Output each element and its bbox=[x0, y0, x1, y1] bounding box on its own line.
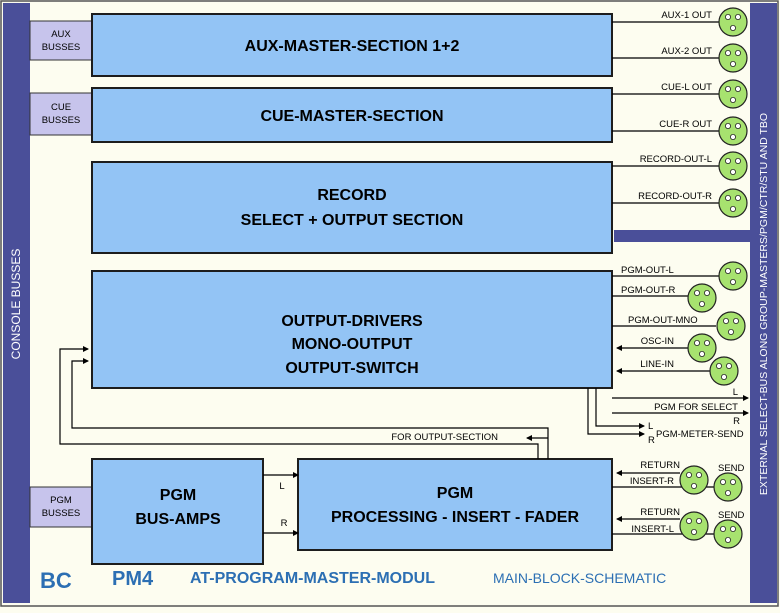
cue-busses-line2: BUSSES bbox=[42, 115, 81, 126]
insert-r-label: INSERT-R bbox=[630, 476, 674, 487]
insert-r-send-label: SEND bbox=[718, 463, 745, 474]
pgm-busses-line2: BUSSES bbox=[42, 508, 81, 519]
insert-r-send-connector-icon bbox=[713, 472, 743, 502]
line-in-label: LINE-IN bbox=[640, 359, 674, 370]
pgm-bus-amps-title-line1: PGM bbox=[160, 487, 196, 504]
aux-master-title: AUX-MASTER-SECTION 1+2 bbox=[245, 38, 460, 55]
pgm-out-l-label: PGM-OUT-L bbox=[621, 265, 674, 276]
insert-l-return-connector-icon bbox=[679, 511, 709, 541]
pgm-for-select-label: PGM FOR SELECT bbox=[654, 402, 738, 413]
cue-r-connector-icon bbox=[718, 116, 748, 146]
pgm-out-r-connector-icon bbox=[687, 283, 717, 313]
aux-busses-line1: AUX bbox=[51, 29, 71, 40]
pgm-bus-amps-block: PGM BUS-AMPS bbox=[91, 458, 264, 565]
osc-in-label: OSC-IN bbox=[641, 336, 674, 347]
pgm-busses-line1: PGM bbox=[50, 495, 72, 506]
pgm-meter-send-label: PGM-METER-SEND bbox=[656, 429, 744, 440]
line-in-connector-icon bbox=[709, 356, 739, 386]
aux1-out-label: AUX-1 OUT bbox=[661, 10, 712, 21]
pgm-bus-amps-title-line2: BUS-AMPS bbox=[135, 511, 221, 528]
feedback-wires: FOR OUTPUT-SECTION bbox=[59, 346, 549, 459]
model-name: PM4 bbox=[112, 568, 154, 590]
console-busses-label: CONSOLE BUSSES bbox=[9, 249, 23, 360]
pgm-out-r-label: PGM-OUT-R bbox=[621, 285, 675, 296]
console-busses-bar: CONSOLE BUSSES bbox=[3, 3, 30, 603]
aux2-connector-icon bbox=[718, 43, 748, 73]
cue-l-out-label: CUE-L OUT bbox=[661, 82, 712, 93]
output-drivers-block: OUTPUT-DRIVERS MONO-OUTPUT OUTPUT-SWITCH bbox=[91, 270, 613, 389]
pgm-out-l-connector-icon bbox=[718, 261, 748, 291]
select-r-mark: R bbox=[733, 416, 740, 427]
bus-amp-l-mark: L bbox=[279, 481, 284, 492]
pgm-out-mono-connector-icon bbox=[716, 311, 746, 341]
pgm-out-mono-label: PGM-OUT-MNO bbox=[628, 315, 698, 326]
record-out-l-label: RECORD-OUT-L bbox=[640, 154, 712, 165]
record-r-connector-icon bbox=[718, 188, 748, 218]
cue-master-block: CUE-MASTER-SECTION bbox=[91, 87, 613, 143]
footer: BC PM4 AT-PROGRAM-MASTER-MODUL MAIN-BLOC… bbox=[40, 568, 666, 593]
pgm-busses-tab: PGM BUSSES bbox=[29, 486, 93, 528]
cue-master-title: CUE-MASTER-SECTION bbox=[260, 108, 443, 125]
aux-busses-tab: AUX BUSSES bbox=[29, 20, 93, 61]
select-l-mark: L bbox=[733, 387, 738, 398]
meter-l-mark: L bbox=[648, 421, 653, 432]
for-output-section-label: FOR OUTPUT-SECTION bbox=[391, 432, 498, 443]
insert-r-return-connector-icon bbox=[679, 465, 709, 495]
external-select-bus-label: EXTERNAL SELECT-BUS ALONG GROUP-MASTERS/… bbox=[758, 113, 770, 495]
output-drivers-title-line2: MONO-OUTPUT bbox=[292, 336, 413, 353]
cue-l-connector-icon bbox=[718, 79, 748, 109]
insert-l-label: INSERT-L bbox=[631, 524, 674, 535]
output-wires: AUX-1 OUT AUX-2 OUT CUE-L OUT CUE-R OUT … bbox=[587, 10, 749, 535]
cue-busses-tab: CUE BUSSES bbox=[29, 92, 93, 136]
bus-amp-links: L R bbox=[263, 472, 299, 536]
aux-master-block: AUX-MASTER-SECTION 1+2 bbox=[91, 13, 613, 77]
record-l-connector-icon bbox=[718, 151, 748, 181]
bc-logo: BC bbox=[40, 568, 72, 593]
aux-busses-line2: BUSSES bbox=[42, 42, 81, 53]
record-block: RECORD SELECT + OUTPUT SECTION bbox=[91, 161, 613, 254]
osc-in-connector-icon bbox=[687, 333, 717, 363]
record-out-r-label: RECORD-OUT-R bbox=[638, 191, 712, 202]
cue-r-out-label: CUE-R OUT bbox=[659, 119, 712, 130]
external-select-bus-bar: EXTERNAL SELECT-BUS ALONG GROUP-MASTERS/… bbox=[614, 3, 777, 603]
meter-r-mark: R bbox=[648, 435, 655, 446]
pgm-processing-title-line2: PROCESSING - INSERT - FADER bbox=[331, 509, 579, 526]
schematic-subtitle: MAIN-BLOCK-SCHEMATIC bbox=[493, 570, 666, 586]
insert-l-return-label: RETURN bbox=[640, 507, 680, 518]
aux2-out-label: AUX-2 OUT bbox=[661, 46, 712, 57]
pgm-processing-title-line1: PGM bbox=[437, 485, 473, 502]
bus-amp-r-mark: R bbox=[281, 518, 288, 529]
module-name: AT-PROGRAM-MASTER-MODUL bbox=[190, 570, 435, 587]
output-drivers-title-line1: OUTPUT-DRIVERS bbox=[281, 313, 423, 330]
record-title-line1: RECORD bbox=[317, 187, 386, 204]
record-to-bus-link bbox=[614, 230, 752, 242]
insert-l-send-label: SEND bbox=[718, 510, 745, 521]
insert-l-send-connector-icon bbox=[713, 519, 743, 549]
output-drivers-title-line3: OUTPUT-SWITCH bbox=[285, 360, 418, 377]
aux1-connector-icon bbox=[718, 7, 748, 37]
record-title-line2: SELECT + OUTPUT SECTION bbox=[241, 212, 464, 229]
cue-busses-line1: CUE bbox=[51, 102, 71, 113]
pgm-processing-block: PGM PROCESSING - INSERT - FADER bbox=[297, 458, 613, 551]
insert-r-return-label: RETURN bbox=[640, 460, 680, 471]
